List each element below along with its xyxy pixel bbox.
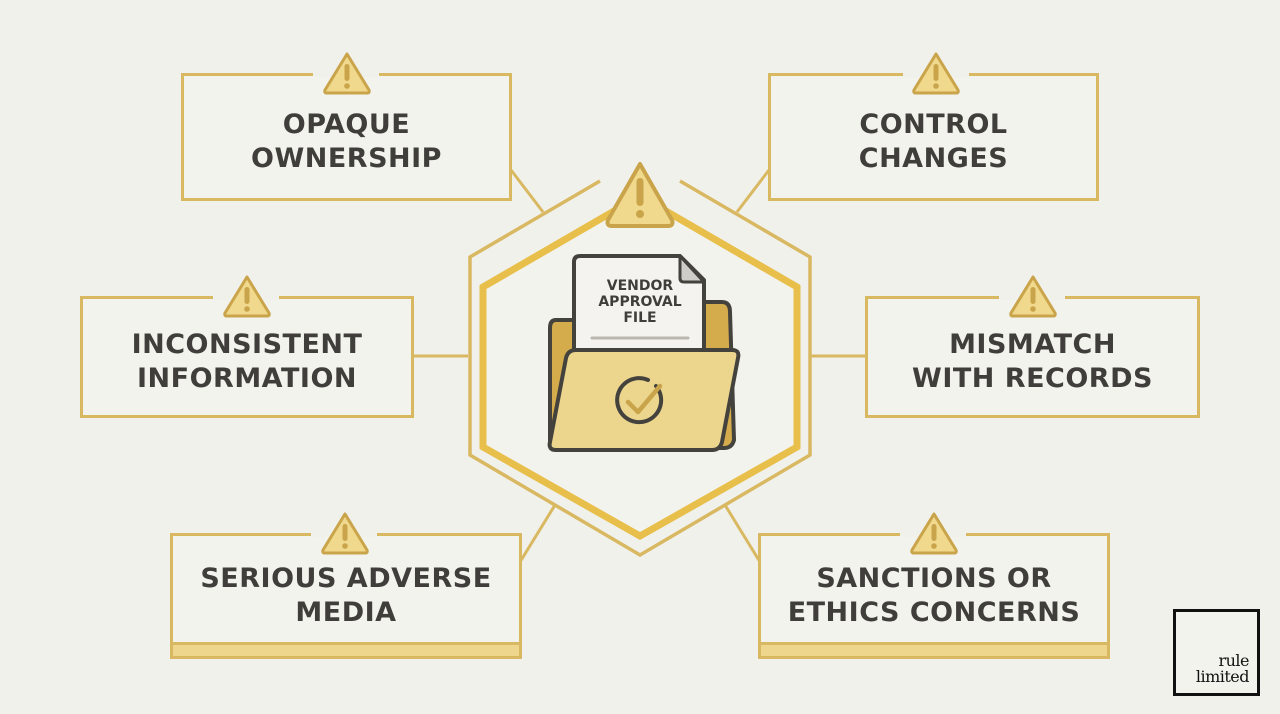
hexagon-outer-left bbox=[468, 179, 812, 558]
risk-label: CONTROL CHANGES bbox=[858, 109, 1009, 174]
connector-opaque-ownership bbox=[509, 169, 545, 213]
logo-text: rule limited bbox=[1195, 651, 1250, 686]
box-footer-bar bbox=[170, 642, 522, 659]
risk-label: SANCTIONS OR ETHICS CONCERNS bbox=[787, 562, 1081, 628]
connector-lines bbox=[413, 169, 866, 563]
warning-icon bbox=[323, 52, 371, 95]
connector-sanctions-ethics bbox=[723, 504, 762, 563]
connector-control-changes bbox=[735, 169, 771, 213]
rule-limited-logo: rule limited bbox=[1173, 609, 1260, 696]
check-circle-icon bbox=[615, 376, 664, 425]
warning-icon bbox=[223, 275, 271, 318]
risk-box-serious-adverse-media: SERIOUS ADVERSE MEDIA bbox=[170, 533, 522, 659]
document-icon bbox=[572, 254, 706, 362]
connector-serious-adverse-media bbox=[518, 504, 557, 563]
risk-label: OPAQUE OWNERSHIP bbox=[251, 109, 442, 174]
center-warning-icon bbox=[605, 162, 675, 228]
folder-front bbox=[547, 348, 741, 452]
warning-icon bbox=[321, 512, 369, 555]
warning-icon bbox=[910, 512, 958, 555]
risk-label: INCONSISTENT INFORMATION bbox=[131, 329, 363, 394]
warning-icon bbox=[912, 52, 960, 95]
risk-label: MISMATCH WITH RECORDS bbox=[912, 329, 1153, 394]
warning-icon bbox=[1009, 275, 1057, 318]
vendor-approval-file-label: VENDOR APPROVAL FILE bbox=[598, 278, 682, 326]
risk-box-mismatch-with-records: MISMATCH WITH RECORDS bbox=[865, 296, 1200, 418]
risk-label: SERIOUS ADVERSE MEDIA bbox=[200, 562, 492, 628]
box-footer-bar bbox=[758, 642, 1110, 659]
